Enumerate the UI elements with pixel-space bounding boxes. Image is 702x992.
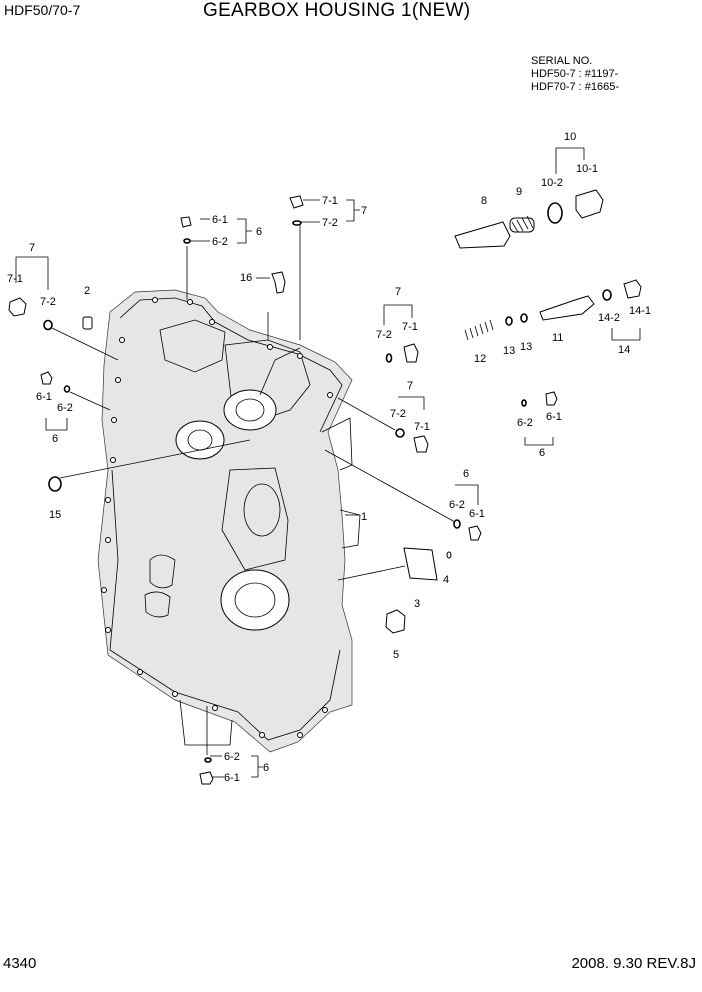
callout-14-1: 14-1 xyxy=(629,305,651,317)
callout-7-1-right: 7-1 xyxy=(414,421,430,433)
cover-3 xyxy=(403,547,438,581)
callout-6-1-left: 6-1 xyxy=(36,391,52,403)
screw-4 xyxy=(446,551,452,559)
callout-7-2-right: 7-2 xyxy=(390,408,406,420)
callout-6-2-top: 6-2 xyxy=(212,236,228,248)
callout-10-2: 10-2 xyxy=(541,177,563,189)
pin-2 xyxy=(82,316,93,330)
callout-7-1-top: 7-1 xyxy=(322,195,338,207)
plug-7-1-mid xyxy=(403,343,419,363)
callout-1: 1 xyxy=(361,511,367,523)
callout-7-2-mid: 7-2 xyxy=(376,329,392,341)
callout-6-1-bottom: 6-1 xyxy=(224,772,240,784)
callout-13-b: 13 xyxy=(520,341,532,353)
callout-6-2-far-right: 6-2 xyxy=(517,417,533,429)
callout-6-left: 6 xyxy=(52,433,58,445)
piston-8 xyxy=(454,221,511,249)
oring-10-2 xyxy=(547,202,563,224)
callout-13-a: 13 xyxy=(503,345,515,357)
callout-6-1-right: 6-1 xyxy=(469,508,485,520)
callout-3: 3 xyxy=(414,598,420,610)
oring-6-2-bottom xyxy=(204,757,212,763)
plug-6-1-far-right xyxy=(545,391,558,406)
callout-6-2-right: 6-2 xyxy=(449,499,465,511)
page-title: GEARBOX HOUSING 1(NEW) xyxy=(203,0,471,21)
callout-labels: 1 2 3 4 5 6 6-1 6-2 6 6-1 6-2 6 6-1 6-2 … xyxy=(7,131,651,784)
callout-7-2-top: 7-2 xyxy=(322,217,338,229)
spool-11 xyxy=(539,295,595,321)
callout-12: 12 xyxy=(474,353,486,365)
callout-6-right: 6 xyxy=(463,468,469,480)
serial-line-1: HDF50-7 : #1197- xyxy=(531,68,619,80)
oring-7-2-left xyxy=(43,319,53,331)
callout-11: 11 xyxy=(552,332,563,344)
page-number: 4340 xyxy=(3,955,37,972)
oring-6-2-top xyxy=(183,238,191,244)
callout-7-2-left: 7-2 xyxy=(40,296,56,308)
callout-10-1: 10-1 xyxy=(576,163,598,175)
callout-7-left: 7 xyxy=(29,242,35,254)
callout-6-top: 6 xyxy=(256,226,262,238)
callout-6-2-left: 6-2 xyxy=(57,402,73,414)
leader-lines xyxy=(51,225,456,755)
serial-heading: SERIAL NO. xyxy=(531,55,593,67)
callout-5: 5 xyxy=(393,649,399,661)
callout-9: 9 xyxy=(516,186,522,198)
callout-6-far-right: 6 xyxy=(539,447,545,459)
callout-6-1-far-right: 6-1 xyxy=(546,411,562,423)
serial-line-2: HDF70-7 : #1665- xyxy=(531,81,620,93)
spring-12 xyxy=(464,319,494,341)
callout-7-right: 7 xyxy=(407,380,413,392)
oring-13-a xyxy=(505,316,513,326)
callout-8: 8 xyxy=(481,195,487,207)
plug-6-1-left xyxy=(40,371,53,385)
callout-7-1-left: 7-1 xyxy=(7,273,23,285)
callout-6-bottom: 6 xyxy=(263,762,269,774)
callout-4: 4 xyxy=(443,574,449,586)
plug-7-1-top xyxy=(289,195,304,209)
small-parts xyxy=(8,189,642,785)
oring-7-2-top xyxy=(292,220,302,226)
serial-number-block: SERIAL NO. HDF50-7 : #1197- HDF70-7 : #1… xyxy=(531,55,619,94)
callout-14: 14 xyxy=(618,344,630,356)
plug-7-1-right xyxy=(413,435,429,453)
callout-2: 2 xyxy=(84,285,90,297)
callout-6-1-top: 6-1 xyxy=(212,214,228,226)
oring-6-2-far-right xyxy=(521,399,527,407)
plug-14-1 xyxy=(623,279,642,299)
spring-9 xyxy=(511,215,534,233)
callout-16: 16 xyxy=(240,272,252,284)
plug-6-1-top xyxy=(180,216,192,228)
callout-6-2-bottom: 6-2 xyxy=(224,751,240,763)
plug-10-1 xyxy=(575,189,604,219)
plug-6-1-right xyxy=(468,525,482,541)
callout-7-1-mid: 7-1 xyxy=(402,321,418,333)
gearbox-housing xyxy=(97,289,361,753)
plug-6-1-bottom xyxy=(199,771,214,785)
oring-6-2-right xyxy=(453,519,461,529)
callout-10: 10 xyxy=(564,131,576,143)
callout-7-mid: 7 xyxy=(395,286,401,298)
model-label: HDF50/70-7 xyxy=(4,2,81,18)
plug-16 xyxy=(271,271,286,294)
oring-13-b xyxy=(520,313,528,323)
oring-7-2-right xyxy=(395,428,405,438)
oring-6-2-left xyxy=(63,385,71,393)
oring-14-2 xyxy=(602,289,612,301)
callout-brackets xyxy=(15,147,641,778)
plug-7-1-left xyxy=(8,297,27,317)
oring-15 xyxy=(48,476,62,492)
revision-date: 2008. 9.30 REV.8J xyxy=(571,955,696,972)
callout-14-2: 14-2 xyxy=(598,312,620,324)
plug-5 xyxy=(385,609,406,634)
callout-7-top: 7 xyxy=(361,205,367,217)
callout-15: 15 xyxy=(49,509,61,521)
oring-7-2-mid xyxy=(385,353,393,363)
